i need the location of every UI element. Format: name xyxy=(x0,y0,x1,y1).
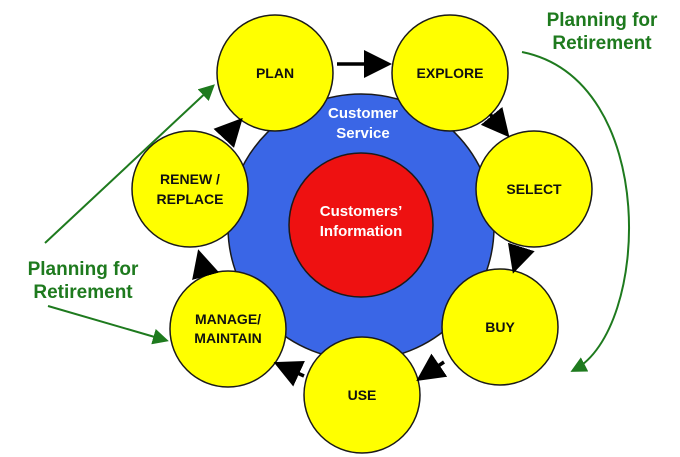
stage-use-circle xyxy=(303,336,421,454)
right-retirement-note-line2: Retirement xyxy=(552,33,652,54)
stage-explore-label: EXPLORE xyxy=(417,65,484,81)
stage-buy-circle xyxy=(441,268,559,386)
stage-renew-label-line2: REPLACE xyxy=(157,191,224,207)
right-retirement-note-line1: Planning for xyxy=(546,10,658,31)
left-lower-green-arrow xyxy=(47,305,169,345)
stage-manage-label-line1: MANAGE/ xyxy=(195,311,261,327)
stage-manage-label-line2: MAINTAIN xyxy=(194,330,261,346)
arrow-explore-to-select xyxy=(480,106,510,138)
stage-plan-circle xyxy=(216,14,334,132)
arrow-use-to-manage xyxy=(273,361,305,387)
stage-manage-circle xyxy=(169,270,287,388)
stage-select-label: SELECT xyxy=(506,181,562,197)
stage-renew-label-line1: RENEW / xyxy=(160,171,220,187)
left-upper-green-arrow xyxy=(44,84,215,244)
stage-use-label: USE xyxy=(348,387,377,403)
customers-information-label-line1: Customers’ xyxy=(320,203,403,220)
stage-renew-circle xyxy=(131,130,249,248)
stage-explore-circle xyxy=(391,14,509,132)
left-retirement-note: Planning for Retirement xyxy=(8,258,158,304)
right-green-arc-arrow xyxy=(521,51,631,372)
arrow-manage-to-renew xyxy=(192,249,220,280)
left-retirement-note-line2: Retirement xyxy=(33,282,133,303)
arrow-select-to-buy xyxy=(507,242,535,274)
arrow-renew-to-plan xyxy=(213,117,243,148)
stage-plan-label: PLAN xyxy=(256,65,294,81)
left-retirement-note-line1: Planning for xyxy=(27,259,139,280)
arrow-buy-to-use xyxy=(416,353,448,381)
customer-service-label-line2: Service xyxy=(336,125,389,142)
customer-service-label-line1: Customer xyxy=(328,105,398,122)
customers-information-label-line2: Information xyxy=(320,223,403,240)
right-retirement-note: Planning for Retirement xyxy=(527,9,677,55)
stage-buy-label: BUY xyxy=(485,319,515,335)
customers-information-core xyxy=(288,152,434,298)
